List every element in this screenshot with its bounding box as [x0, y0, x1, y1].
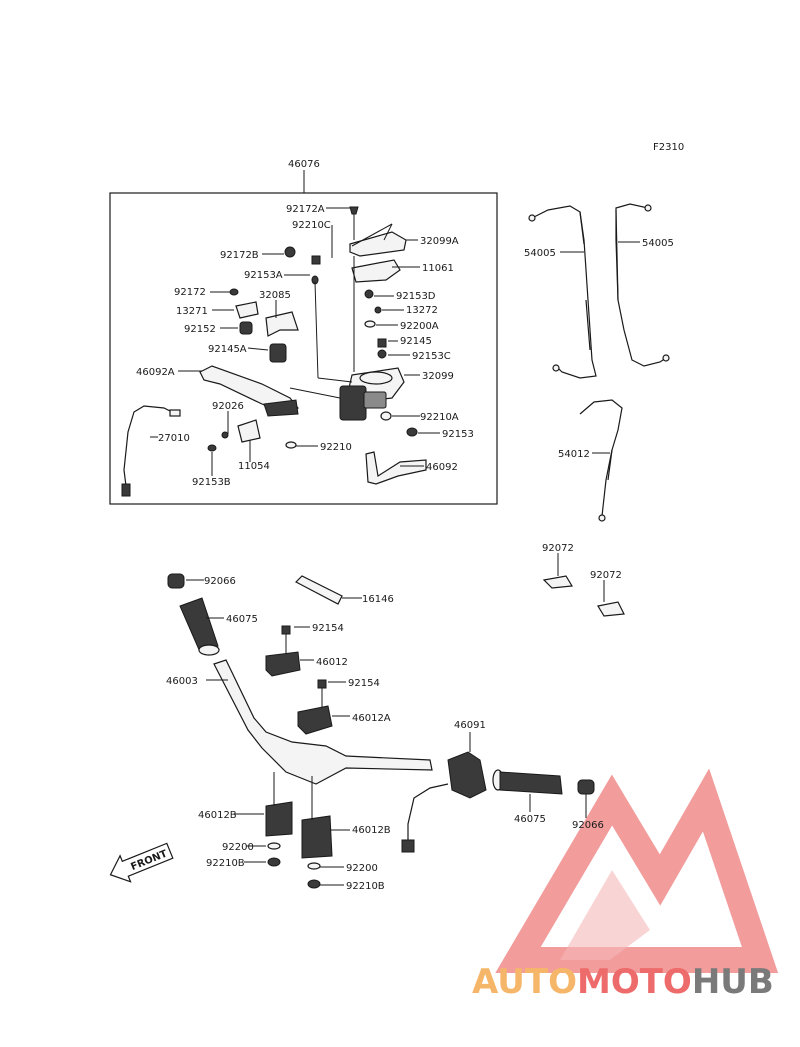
bracket-32085 [265, 311, 299, 337]
label-32099: 32099 [422, 371, 454, 382]
label-92200A: 92200A [400, 321, 439, 332]
throttle-cable-left [528, 205, 597, 379]
label-46076: 46076 [288, 159, 320, 170]
label-92066-right: 92066 [572, 820, 604, 831]
logo-word-part2: MOTO [576, 962, 692, 1002]
cable-clamps: 92072 92072 [542, 543, 625, 617]
label-32099A: 32099A [420, 236, 459, 247]
label-46012A: 46012A [352, 713, 391, 724]
label-54012: 54012 [558, 449, 590, 460]
assembly-leaders [150, 207, 440, 476]
label-92210: 92210 [320, 442, 352, 453]
label-11061: 11061 [422, 263, 454, 274]
watermark-logo-text: AUTOMOTOHUB [472, 962, 774, 1002]
label-11054: 11054 [238, 461, 270, 472]
label-92145A: 92145A [208, 344, 247, 355]
label-46075-left: 46075 [226, 614, 258, 625]
brake-switch-cable [121, 405, 181, 497]
label-92172A: 92172A [286, 204, 325, 215]
label-92200-right: 92200 [346, 863, 378, 874]
label-32085: 32085 [259, 290, 291, 301]
label-92153C: 92153C [412, 351, 451, 362]
label-13271: 13271 [176, 306, 208, 317]
label-92072-a: 92072 [542, 543, 574, 554]
label-46003: 46003 [166, 676, 198, 687]
label-92026: 92026 [212, 401, 244, 412]
label-46012: 46012 [316, 657, 348, 668]
assembly-labels: 92172A 92210C 32099A 92172B 11061 92153A… [136, 204, 474, 488]
label-92200-left: 92200 [222, 842, 254, 853]
logo-word-part3: HUB [691, 962, 774, 1002]
handlebar-clamps [265, 625, 333, 889]
label-92153B: 92153B [192, 477, 231, 488]
reservoir-cap [349, 231, 407, 257]
right-grip [492, 769, 595, 818]
figure-code: F2310 [653, 142, 684, 153]
label-92210B-left: 92210B [206, 858, 245, 869]
diaphragm [351, 259, 401, 283]
choke-cable [579, 399, 623, 522]
left-grip [167, 573, 224, 656]
part-92152 [239, 321, 253, 335]
label-16146: 16146 [362, 594, 394, 605]
label-92072-b: 92072 [590, 570, 622, 581]
small-screws [207, 206, 418, 452]
label-46012B-right: 46012B [352, 825, 391, 836]
label-54005-left: 54005 [524, 248, 556, 259]
switch-housing [401, 732, 487, 853]
label-92145: 92145 [400, 336, 432, 347]
watermark-triangle [495, 768, 779, 973]
label-13272: 13272 [406, 305, 438, 316]
label-92152: 92152 [184, 324, 216, 335]
throttle-cable-right [615, 203, 670, 367]
label-92153: 92153 [442, 429, 474, 440]
label-92066-left: 92066 [204, 576, 236, 587]
label-92153D: 92153D [396, 291, 436, 302]
label-46012B-left: 46012B [198, 810, 237, 821]
clamp-11054 [237, 419, 261, 443]
master-cylinder [339, 367, 405, 421]
label-27010: 27010 [158, 433, 190, 444]
label-54005-right: 54005 [642, 238, 674, 249]
part-92145A [269, 343, 287, 363]
handlebar-labels: 92066 16146 46075 92154 46012 46003 9215… [166, 576, 604, 892]
label-92172B: 92172B [220, 250, 259, 261]
switch-13271 [235, 301, 259, 319]
label-92154-top: 92154 [312, 623, 344, 634]
handlebar [206, 659, 433, 785]
label-92210C: 92210C [292, 220, 331, 231]
cable-labels: 54005 54005 54012 [524, 238, 674, 460]
label-46091: 46091 [454, 720, 486, 731]
label-46092A: 46092A [136, 367, 175, 378]
label-92153A: 92153A [244, 270, 283, 281]
label-92210A: 92210A [420, 412, 459, 423]
label-92172: 92172 [174, 287, 206, 298]
label-92154-mid: 92154 [348, 678, 380, 689]
lever-46092 [365, 451, 427, 485]
label-46075-right: 46075 [514, 814, 546, 825]
logo-word-part1: AUTO [472, 962, 577, 1002]
handlebar-pad [294, 575, 362, 605]
label-46092: 46092 [426, 462, 458, 473]
front-arrow: FRONT [109, 842, 174, 883]
assembly-frame [109, 192, 498, 505]
label-92210B-right: 92210B [346, 881, 385, 892]
